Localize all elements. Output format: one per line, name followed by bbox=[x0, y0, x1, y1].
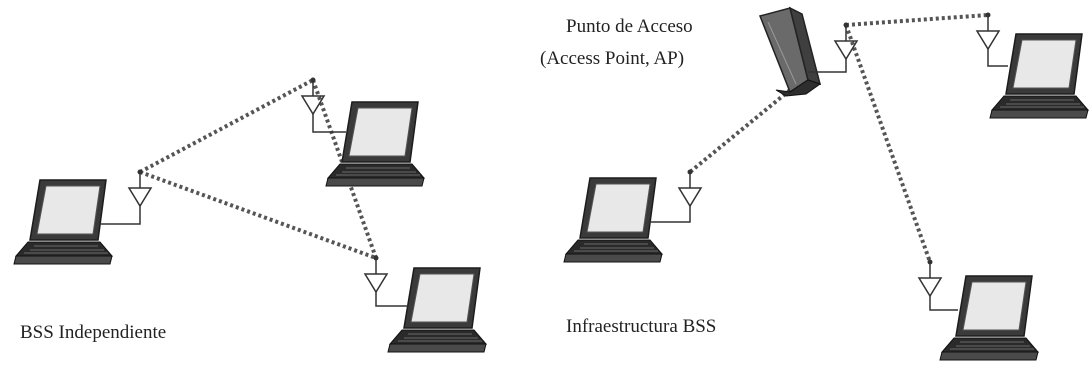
antenna-icon bbox=[918, 258, 942, 297]
antenna-icon bbox=[678, 168, 702, 207]
laptop-icon bbox=[939, 275, 1039, 361]
independent-node-bottom bbox=[364, 254, 487, 353]
infrastructure-node-right-top bbox=[976, 11, 1089, 119]
independent-node-left bbox=[13, 168, 152, 265]
laptop-icon bbox=[325, 101, 425, 187]
antenna-icon bbox=[976, 11, 1000, 50]
infrastructure-node-left bbox=[563, 168, 702, 263]
access-point-label-line2: (Access Point, AP) bbox=[540, 48, 684, 69]
independent-node-top bbox=[301, 76, 425, 187]
laptop-icon bbox=[989, 33, 1089, 119]
ap-antenna bbox=[808, 21, 858, 73]
independent-bss-label: BSS Independiente bbox=[20, 322, 166, 343]
infrastructure-bss-label: Infraestructura BSS bbox=[566, 316, 716, 337]
infrastructure-node-bottom bbox=[918, 258, 1039, 361]
antenna-icon bbox=[834, 21, 858, 60]
access-point-icon bbox=[758, 6, 822, 97]
antenna-icon bbox=[364, 254, 388, 293]
link-top-bottom bbox=[311, 79, 378, 259]
link-ap-left bbox=[688, 88, 792, 174]
laptop-icon bbox=[563, 177, 663, 263]
access-point-label-line1: Punto de Acceso bbox=[566, 16, 693, 37]
link-ap-bottom bbox=[844, 24, 932, 263]
link-ap-right-top bbox=[845, 13, 989, 27]
laptop-icon bbox=[13, 179, 113, 265]
laptop-icon bbox=[387, 267, 487, 353]
link-left-top bbox=[139, 78, 314, 174]
infrastructure-links bbox=[688, 13, 989, 263]
independent-links bbox=[139, 78, 378, 260]
